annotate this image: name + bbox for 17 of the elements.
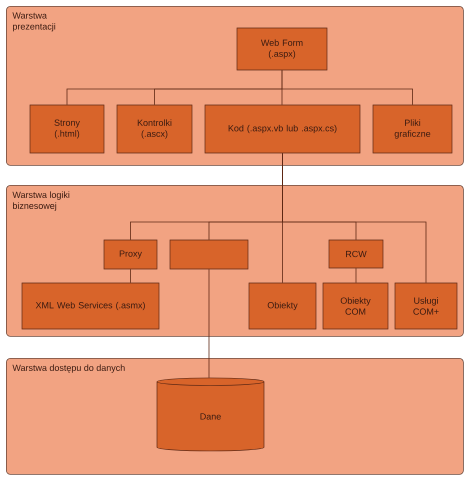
- connector-line: [208, 268, 210, 378]
- connector-line: [282, 152, 426, 284]
- component-box: [170, 240, 248, 270]
- component-box: Strony (.html): [30, 104, 104, 154]
- component-box: Obiekty: [248, 282, 316, 330]
- component-box: RCW: [328, 240, 384, 268]
- component-box: Proxy: [104, 240, 158, 270]
- database-cylinder: Dane: [156, 378, 264, 452]
- component-box: XML Web Services (.asmx): [22, 282, 160, 330]
- connector-line: [282, 70, 413, 106]
- component-box: Obiekty COM: [322, 282, 388, 330]
- component-box: Kontrolki (.ascx): [116, 104, 192, 154]
- component-box: Web Form (.aspx): [236, 28, 328, 70]
- component-box: Usługi COM+: [394, 282, 458, 330]
- component-box: Kod (.aspx.vb lub .aspx.cs): [204, 104, 360, 154]
- connector-line: [130, 268, 131, 284]
- component-box: Pliki graficzne: [372, 104, 452, 154]
